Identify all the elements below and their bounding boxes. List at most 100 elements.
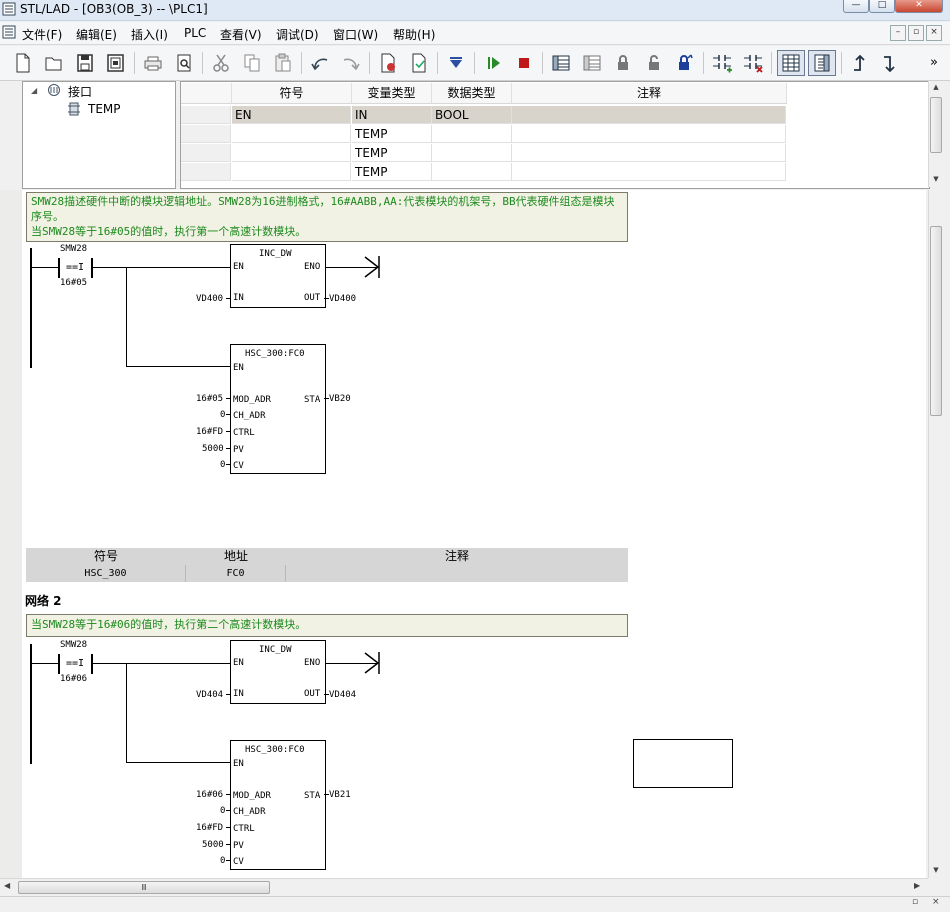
mdi-minimize-button[interactable]: – [890,25,906,41]
scroll-left-arrow[interactable]: ◀ [4,881,11,890]
print-icon[interactable] [142,52,164,74]
menu-insert[interactable]: 插入(I) [131,28,168,42]
menu-help[interactable]: 帮助(H) [393,28,436,42]
unlock-icon[interactable] [643,52,665,74]
network-comment[interactable]: 当SMW28等于16#06的值时，执行第二个高速计数模块。 [26,614,628,637]
paste-icon[interactable] [272,52,294,74]
stop-icon[interactable] [513,52,535,74]
maximize-button[interactable]: □ [869,0,895,13]
scroll-down-arrow[interactable]: ▼ [933,175,939,183]
scroll-down-arrow[interactable]: ▼ [933,866,939,874]
menu-view[interactable]: 查看(V) [220,28,262,42]
scroll-thumb[interactable] [930,226,942,416]
operand-ctrl[interactable]: 16#FD [196,823,224,833]
mdi-close-button[interactable]: × [926,25,942,41]
network-title[interactable]: 网络 2 [25,594,62,608]
hsc-block[interactable]: HSC_300:FC0 EN MOD_ADR CH_ADR CTRL PV CV… [230,344,326,474]
undo-icon[interactable] [309,52,331,74]
menu-file[interactable]: 文件(F) [22,28,63,42]
column-header-comment[interactable]: 注释 [512,83,787,104]
operand-ch-adr[interactable]: 0 [220,806,226,816]
menu-debug[interactable]: 调试(D) [276,28,319,42]
print-preview-icon[interactable] [173,52,195,74]
toolbar-overflow-button[interactable]: » [930,55,938,70]
table-cell-comment[interactable] [512,163,786,181]
load-icon[interactable] [445,52,467,74]
operand-ctrl[interactable]: 16#FD [196,427,224,437]
operand-mod-adr[interactable]: 16#06 [196,790,224,800]
scroll-up-arrow[interactable]: ▲ [933,83,939,91]
compare-icon[interactable] [408,52,430,74]
scroll-right-arrow[interactable]: ▶ [914,881,921,890]
table-cell-var-type[interactable]: TEMP [352,125,432,143]
table-cell-symbol[interactable] [232,163,351,181]
table-cell-data-type[interactable]: BOOL [432,106,512,124]
contact-bar[interactable] [58,654,60,674]
minimize-button[interactable]: — [843,0,869,13]
restore-window-icon[interactable]: ▫ [912,897,919,907]
operand-cv[interactable]: 0 [220,460,226,470]
table-cell-symbol[interactable]: EN [232,106,351,124]
declaration-vertical-scrollbar[interactable]: ▲ ▼ [928,81,943,187]
menu-plc[interactable]: PLC [184,26,207,40]
table-cell-comment[interactable] [512,125,786,143]
editor-vertical-scrollbar[interactable]: ▼ [928,190,943,878]
contact-bar[interactable] [91,258,93,278]
operand-sta[interactable]: VB21 [329,790,351,800]
copy-icon[interactable] [241,52,263,74]
table-cell-symbol[interactable] [232,125,351,143]
contact-bar[interactable] [58,258,60,278]
editor-horizontal-scrollbar[interactable]: ◀ Ⅲ ▶ [0,878,928,895]
column-header-symbol[interactable]: 符号 [232,83,352,104]
inc-dw-block[interactable]: INC_DW EN ENO IN OUT [230,244,326,308]
inc-dw-block[interactable]: INC_DW EN ENO IN OUT [230,640,326,704]
delete-network-icon[interactable] [742,52,764,74]
table-cell-data-type[interactable] [432,125,512,143]
menu-edit[interactable]: 编辑(E) [76,28,117,42]
operand-in[interactable]: VD400 [196,294,224,304]
down-icon[interactable] [878,52,900,74]
table-cell-var-type[interactable]: TEMP [352,163,432,181]
hsc-block[interactable]: HSC_300:FC0 EN MOD_ADR CH_ADR CTRL PV CV… [230,740,326,870]
cut-icon[interactable] [210,52,232,74]
close-button[interactable]: ✕ [895,0,943,13]
open-icon[interactable] [43,52,65,74]
access-icon[interactable] [674,52,696,74]
network-comment[interactable]: SMW28描述硬件中断的模块逻辑地址。SMW28为16进制格式，16#AABB,… [26,192,628,242]
document-icon[interactable] [2,25,16,39]
ladder-editor[interactable]: SMW28描述硬件中断的模块逻辑地址。SMW28为16进制格式，16#AABB,… [22,190,926,878]
table-cell-comment[interactable] [512,144,786,162]
scroll-thumb[interactable]: Ⅲ [18,881,270,894]
table-cell-symbol[interactable] [232,144,351,162]
table-row-header[interactable] [181,106,231,124]
tree-node-interface[interactable]: 接口 [68,85,93,99]
operand-out[interactable]: VD404 [329,690,357,700]
operand-ch-adr[interactable]: 0 [220,410,226,420]
table-cell-var-type[interactable]: TEMP [352,144,432,162]
operand-mod-adr[interactable]: 16#05 [196,394,224,404]
table-cell-var-type[interactable]: IN [352,106,432,124]
up-icon[interactable] [848,52,870,74]
table-cell-data-type[interactable] [432,163,512,181]
insert-network-icon[interactable] [711,52,733,74]
monitor-off-icon[interactable] [581,52,603,74]
scroll-thumb[interactable] [930,97,942,153]
details-icon[interactable] [808,50,836,76]
download-icon[interactable] [377,52,399,74]
table-cell-comment[interactable] [512,106,786,124]
operand-pv[interactable]: 5000 [202,444,224,454]
redo-icon[interactable] [340,52,362,74]
operand-sta[interactable]: VB20 [329,394,351,404]
new-icon[interactable] [12,52,34,74]
lock-icon[interactable] [612,52,634,74]
overview-icon[interactable] [777,50,805,76]
close-pane-icon[interactable]: × [932,897,940,907]
table-row-header[interactable] [181,125,231,143]
monitor-icon[interactable] [550,52,572,74]
menu-window[interactable]: 窗口(W) [333,28,379,42]
operand-in[interactable]: VD404 [196,690,224,700]
save-icon[interactable] [74,52,96,74]
operand-pv[interactable]: 5000 [202,840,224,850]
tree-node-temp[interactable]: TEMP [88,102,121,116]
operand-cv[interactable]: 0 [220,856,226,866]
